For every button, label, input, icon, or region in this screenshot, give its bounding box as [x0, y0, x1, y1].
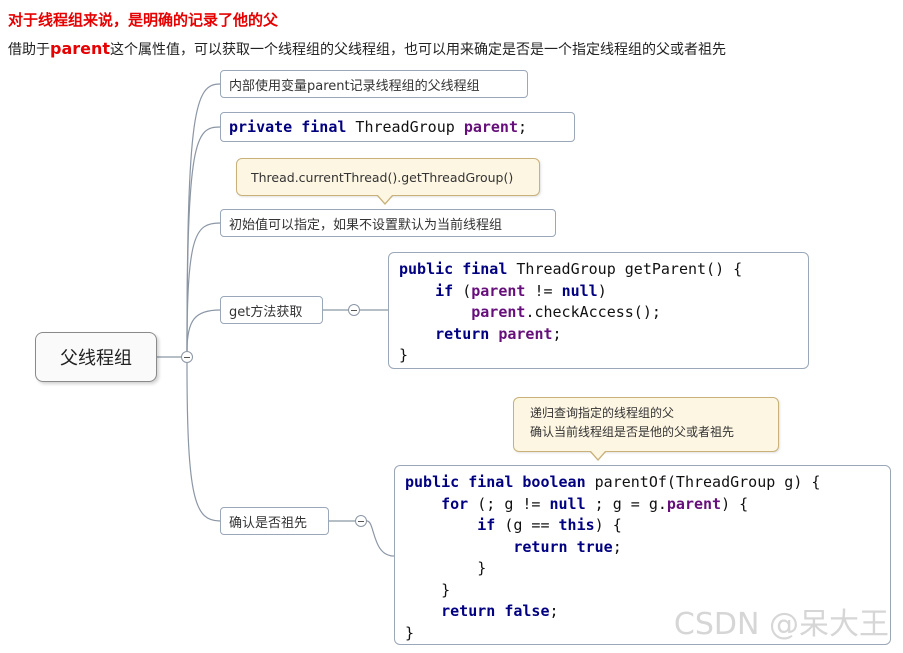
- getparent-code-line: }: [399, 345, 798, 367]
- code-text: }: [405, 559, 487, 577]
- code-text: parentOf(ThreadGroup g) {: [585, 473, 821, 491]
- code-keyword: this: [558, 516, 595, 534]
- watermark: CSDN @呆大王: [673, 607, 889, 642]
- type-threadgroup: ThreadGroup: [346, 118, 464, 136]
- code-text: }: [399, 346, 409, 364]
- parentof-code-line: return false;: [405, 601, 880, 623]
- field-parent: parent: [463, 118, 518, 136]
- code-text: [405, 538, 513, 556]
- code-field: parent: [666, 494, 722, 513]
- code-text: [453, 260, 462, 278]
- code-text: [399, 282, 435, 300]
- callout-recursive-line2: 确认当前线程组是否是他的父或者祖先: [530, 425, 735, 439]
- code-text: [489, 325, 498, 343]
- code-keyword: return: [435, 324, 490, 343]
- code-text: ;: [549, 602, 559, 620]
- parentof-code-line: public final boolean parentOf(ThreadGrou…: [405, 472, 880, 494]
- branch-get-method-label: get方法获取: [229, 304, 303, 320]
- code-keyword: final: [462, 260, 508, 278]
- branch-internal-parent: 内部使用变量parent记录线程组的父线程组: [220, 70, 528, 98]
- kw-private: private: [229, 118, 293, 136]
- code-keyword: final: [468, 473, 514, 491]
- code-text: ; g = g.: [585, 494, 667, 513]
- code-text: [405, 495, 441, 513]
- callout-current-thread: Thread.currentThread().getThreadGroup(): [236, 158, 540, 205]
- parentof-code-line: }: [405, 558, 880, 580]
- collapse-toggle-get[interactable]: [348, 304, 360, 316]
- code-text: }: [405, 623, 415, 642]
- parentof-code-line: return true;: [405, 537, 880, 559]
- branch-private-field: private final ThreadGroup parent;: [220, 112, 575, 142]
- kw-final: final: [301, 118, 347, 136]
- code-text: ): [597, 281, 607, 300]
- semicolon: ;: [518, 118, 528, 136]
- code-text: [399, 325, 435, 343]
- code-text: ) {: [721, 494, 749, 513]
- code-block-getparent: public final ThreadGroup getParent() { i…: [388, 252, 809, 369]
- getparent-code-line: if (parent != null): [399, 281, 798, 303]
- code-keyword: public: [399, 260, 454, 278]
- callout-tail: [377, 195, 393, 205]
- code-text: ) {: [594, 516, 622, 534]
- parentof-code-line: if (g == this) {: [405, 515, 880, 537]
- code-keyword: for: [441, 494, 469, 513]
- code-text: !=: [525, 281, 562, 300]
- getparent-code-line: return parent;: [399, 324, 798, 346]
- getparent-code-line: parent.checkAccess();: [399, 302, 798, 324]
- callout-recursive: 递归查询指定的线程组的父 确认当前线程组是否是他的父或者祖先: [513, 397, 779, 461]
- code-keyword: if: [435, 281, 454, 300]
- parentof-code-line: }: [405, 623, 880, 645]
- code-keyword: return: [513, 537, 568, 556]
- collapse-toggle-root[interactable]: [181, 351, 193, 363]
- subtitle-post: 这个属性值，可以获取一个线程组的父线程组，也可以用来确定是否是一个指定线程组的父…: [110, 42, 727, 58]
- code-keyword: null: [549, 494, 586, 513]
- page-title: 对于线程组来说，是明确的记录了他的父: [8, 11, 279, 29]
- code-field: parent: [471, 303, 526, 321]
- code-text: [405, 602, 441, 620]
- code-text: (; g !=: [468, 494, 550, 513]
- subtitle-highlight: parent: [50, 39, 111, 58]
- code-text: }: [405, 580, 451, 599]
- code-keyword: false: [504, 602, 550, 620]
- code-text: .checkAccess();: [525, 303, 661, 321]
- code-field: parent: [498, 324, 553, 343]
- code-text: [399, 303, 471, 321]
- subtitle-pre: 借助于: [8, 42, 50, 58]
- code-text: (: [453, 281, 472, 300]
- code-text: [405, 516, 477, 534]
- callout-tail: [590, 451, 606, 461]
- getparent-code-line: public final ThreadGroup getParent() {: [399, 259, 798, 281]
- code-block-parentof: public final boolean parentOf(ThreadGrou…: [394, 465, 891, 645]
- callout-recursive-line1: 递归查询指定的线程组的父: [530, 406, 675, 420]
- code-text: [459, 473, 468, 491]
- code-keyword: true: [576, 537, 613, 556]
- callout-current-thread-text: Thread.currentThread().getThreadGroup(): [251, 169, 514, 185]
- root-node[interactable]: 父线程组: [35, 332, 157, 382]
- code-keyword: boolean: [522, 473, 586, 491]
- branch-initial-value-label: 初始值可以指定，如果不设置默认为当前线程组: [229, 217, 503, 233]
- root-node-label: 父线程组: [60, 348, 132, 369]
- parentof-code-line: for (; g != null ; g = g.parent) {: [405, 494, 880, 516]
- branch-confirm-ancestor-label: 确认是否祖先: [229, 515, 308, 531]
- code-text: [568, 538, 577, 556]
- parentof-code-line: }: [405, 580, 880, 602]
- page-subtitle: 借助于parent这个属性值，可以获取一个线程组的父线程组，也可以用来确定是否是…: [8, 39, 726, 59]
- code-keyword: return: [441, 602, 496, 620]
- code-field: parent: [471, 281, 526, 300]
- branch-initial-value: 初始值可以指定，如果不设置默认为当前线程组: [220, 209, 556, 237]
- code-keyword: public: [405, 473, 460, 491]
- branch-confirm-ancestor: 确认是否祖先: [220, 507, 329, 535]
- code-text: ;: [612, 537, 622, 556]
- branch-internal-parent-label: 内部使用变量parent记录线程组的父线程组: [229, 78, 480, 94]
- code-text: [495, 602, 504, 620]
- code-keyword: if: [477, 516, 496, 534]
- code-text: (g ==: [495, 516, 559, 534]
- code-text: ;: [552, 324, 562, 343]
- code-text: ThreadGroup getParent() {: [507, 260, 743, 278]
- code-keyword: null: [561, 281, 598, 300]
- collapse-toggle-confirm[interactable]: [355, 515, 367, 527]
- branch-get-method: get方法获取: [220, 296, 323, 324]
